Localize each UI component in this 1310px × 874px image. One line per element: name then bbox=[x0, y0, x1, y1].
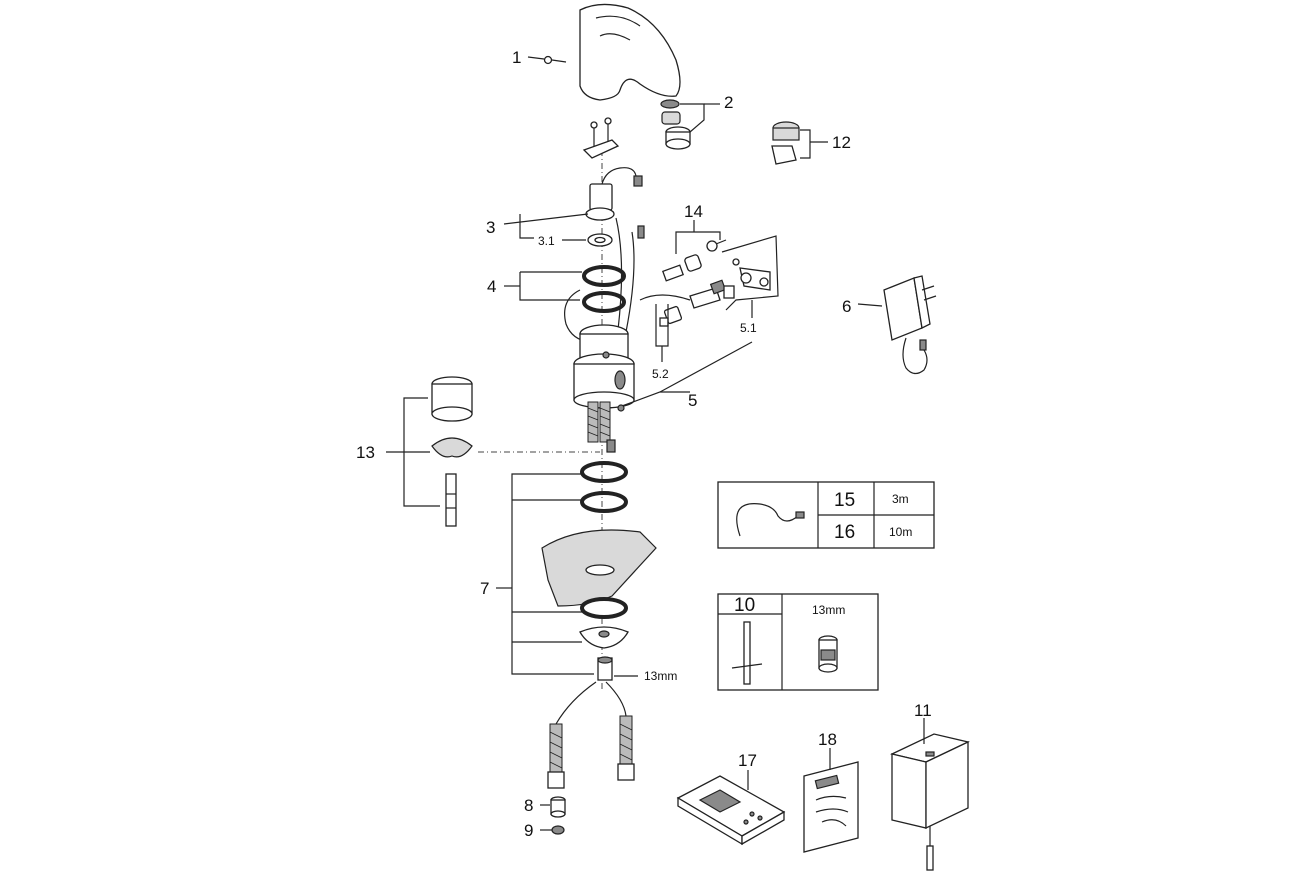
hose-right bbox=[617, 715, 635, 781]
tool-box bbox=[717, 593, 879, 691]
cable-row-16-length: 10m bbox=[889, 525, 912, 539]
washer-3-1 bbox=[587, 233, 613, 247]
remote-control-17 bbox=[676, 775, 786, 846]
cable-row-16-id: 16 bbox=[834, 522, 855, 543]
valve-body bbox=[573, 324, 635, 409]
callout-18: 18 bbox=[818, 730, 837, 749]
cable-plug-icon bbox=[795, 511, 805, 519]
callout-11: 11 bbox=[914, 701, 932, 720]
socket-icon bbox=[818, 635, 838, 673]
hose-left bbox=[547, 723, 565, 789]
aerator-key-12 bbox=[771, 121, 800, 165]
tool-size: 13mm bbox=[812, 603, 845, 617]
wire-b bbox=[625, 231, 635, 333]
cable-table bbox=[717, 481, 935, 549]
mounting-set-7 bbox=[541, 461, 657, 681]
power-adapter-6 bbox=[883, 275, 937, 375]
control-box-11 bbox=[890, 733, 970, 871]
callout-3: 3 bbox=[486, 218, 495, 237]
callout-1: 1 bbox=[512, 48, 521, 67]
elbow-5-1 bbox=[732, 258, 771, 291]
mounting-bracket bbox=[582, 117, 620, 159]
callout-5: 5 bbox=[688, 391, 697, 410]
bracket-7 bbox=[511, 473, 594, 675]
hose-line-left bbox=[555, 681, 597, 725]
bracket-12 bbox=[800, 129, 811, 159]
callout-9: 9 bbox=[524, 821, 533, 840]
callout-14: 14 bbox=[684, 202, 703, 221]
cable-icon bbox=[736, 503, 799, 537]
hose-bundle bbox=[587, 401, 616, 453]
t-wrench-icon bbox=[731, 621, 763, 685]
callout-4: 4 bbox=[487, 277, 496, 296]
cable-row-15-id: 15 bbox=[834, 490, 855, 511]
aerator-part bbox=[660, 99, 691, 150]
callout-8: 8 bbox=[524, 796, 533, 815]
adapter-8 bbox=[550, 796, 566, 818]
cartridge-13 bbox=[431, 376, 473, 527]
bracket-5 bbox=[621, 341, 753, 407]
leader-1 bbox=[527, 56, 545, 60]
callout-2: 2 bbox=[724, 93, 733, 112]
valve-parts-5 bbox=[639, 279, 735, 327]
screw-5 bbox=[617, 404, 625, 412]
nut-size-label: 13mm bbox=[644, 669, 677, 683]
callout-17: 17 bbox=[738, 751, 757, 770]
filter-9 bbox=[551, 825, 565, 835]
callout-3-1: 3.1 bbox=[538, 234, 555, 248]
callout-5-2: 5.2 bbox=[652, 367, 669, 381]
cable-row-15-length: 3m bbox=[892, 492, 909, 506]
spout-body bbox=[579, 3, 681, 101]
wire-plug bbox=[637, 225, 645, 239]
bracket-4 bbox=[519, 272, 580, 301]
solenoid-3 bbox=[585, 167, 643, 221]
callout-12: 12 bbox=[832, 133, 851, 152]
hose-line-right bbox=[605, 681, 627, 717]
leader-3 bbox=[503, 213, 589, 225]
bracket-5-1 bbox=[721, 235, 779, 311]
info-card-18 bbox=[803, 761, 859, 853]
bracket-3 bbox=[519, 214, 534, 239]
callout-7: 7 bbox=[480, 579, 489, 598]
callout-6: 6 bbox=[842, 297, 851, 316]
valve-parts-14 bbox=[661, 239, 727, 282]
screw-1 bbox=[543, 55, 567, 65]
wire-a bbox=[615, 217, 623, 331]
callout-13: 13 bbox=[356, 443, 375, 462]
callout-5-1: 5.1 bbox=[740, 321, 757, 335]
leader-6 bbox=[857, 303, 883, 307]
o-rings-4 bbox=[564, 265, 626, 343]
bracket-2 bbox=[680, 103, 705, 133]
bracket-14 bbox=[675, 231, 721, 254]
tool-id: 10 bbox=[734, 595, 755, 616]
